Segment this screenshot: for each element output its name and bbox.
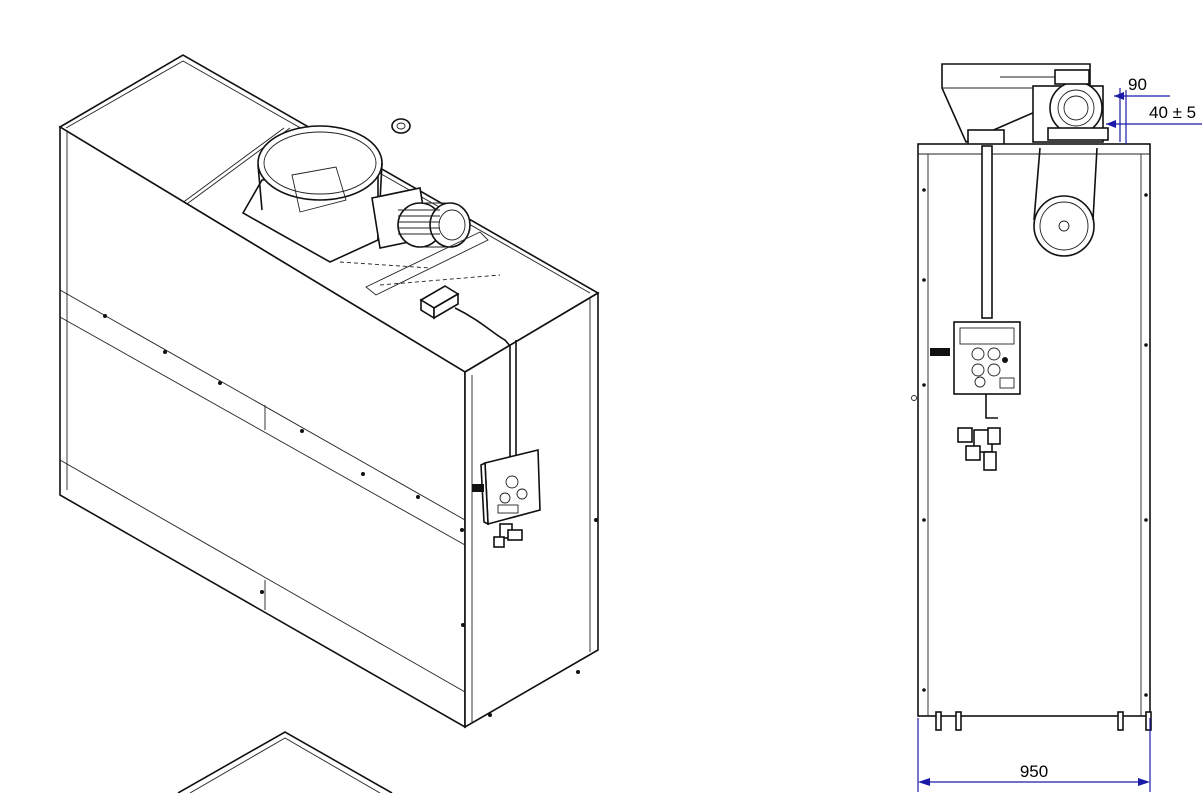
valve-assembly-elev [957, 427, 1001, 471]
vertical-conduit [981, 145, 993, 319]
feet [935, 711, 1152, 731]
bolts [103, 314, 598, 717]
dimension-top-offset-label: 90 [1128, 75, 1147, 94]
elevation-view: 950 90 40 ± 5 [911, 63, 1202, 792]
label-plate [472, 484, 484, 492]
side-bolts [911, 188, 1148, 697]
inlet-duct [241, 125, 383, 263]
width-dimension [917, 718, 1151, 792]
clearance-dimension [1106, 120, 1202, 128]
motor-elevation [1032, 69, 1109, 143]
isometric-view [58, 54, 600, 793]
label-plate-elev [930, 348, 950, 356]
second-unit-top [177, 731, 393, 793]
top-housing [941, 63, 1091, 144]
control-box-iso [480, 448, 541, 526]
control-panel [953, 321, 1021, 395]
cabinet-front [917, 143, 1151, 717]
cable-down [985, 394, 998, 419]
dimension-width-label: 950 [1020, 762, 1048, 781]
conduit [454, 307, 511, 458]
top-offset-dimension [1114, 88, 1170, 144]
dimension-clearance-label: 40 ± 5 [1149, 103, 1196, 122]
valve-assembly-iso [493, 523, 523, 548]
belt-drive [1033, 147, 1098, 257]
pulley-part [391, 118, 411, 134]
junction-box [419, 285, 460, 320]
motor [339, 187, 501, 296]
